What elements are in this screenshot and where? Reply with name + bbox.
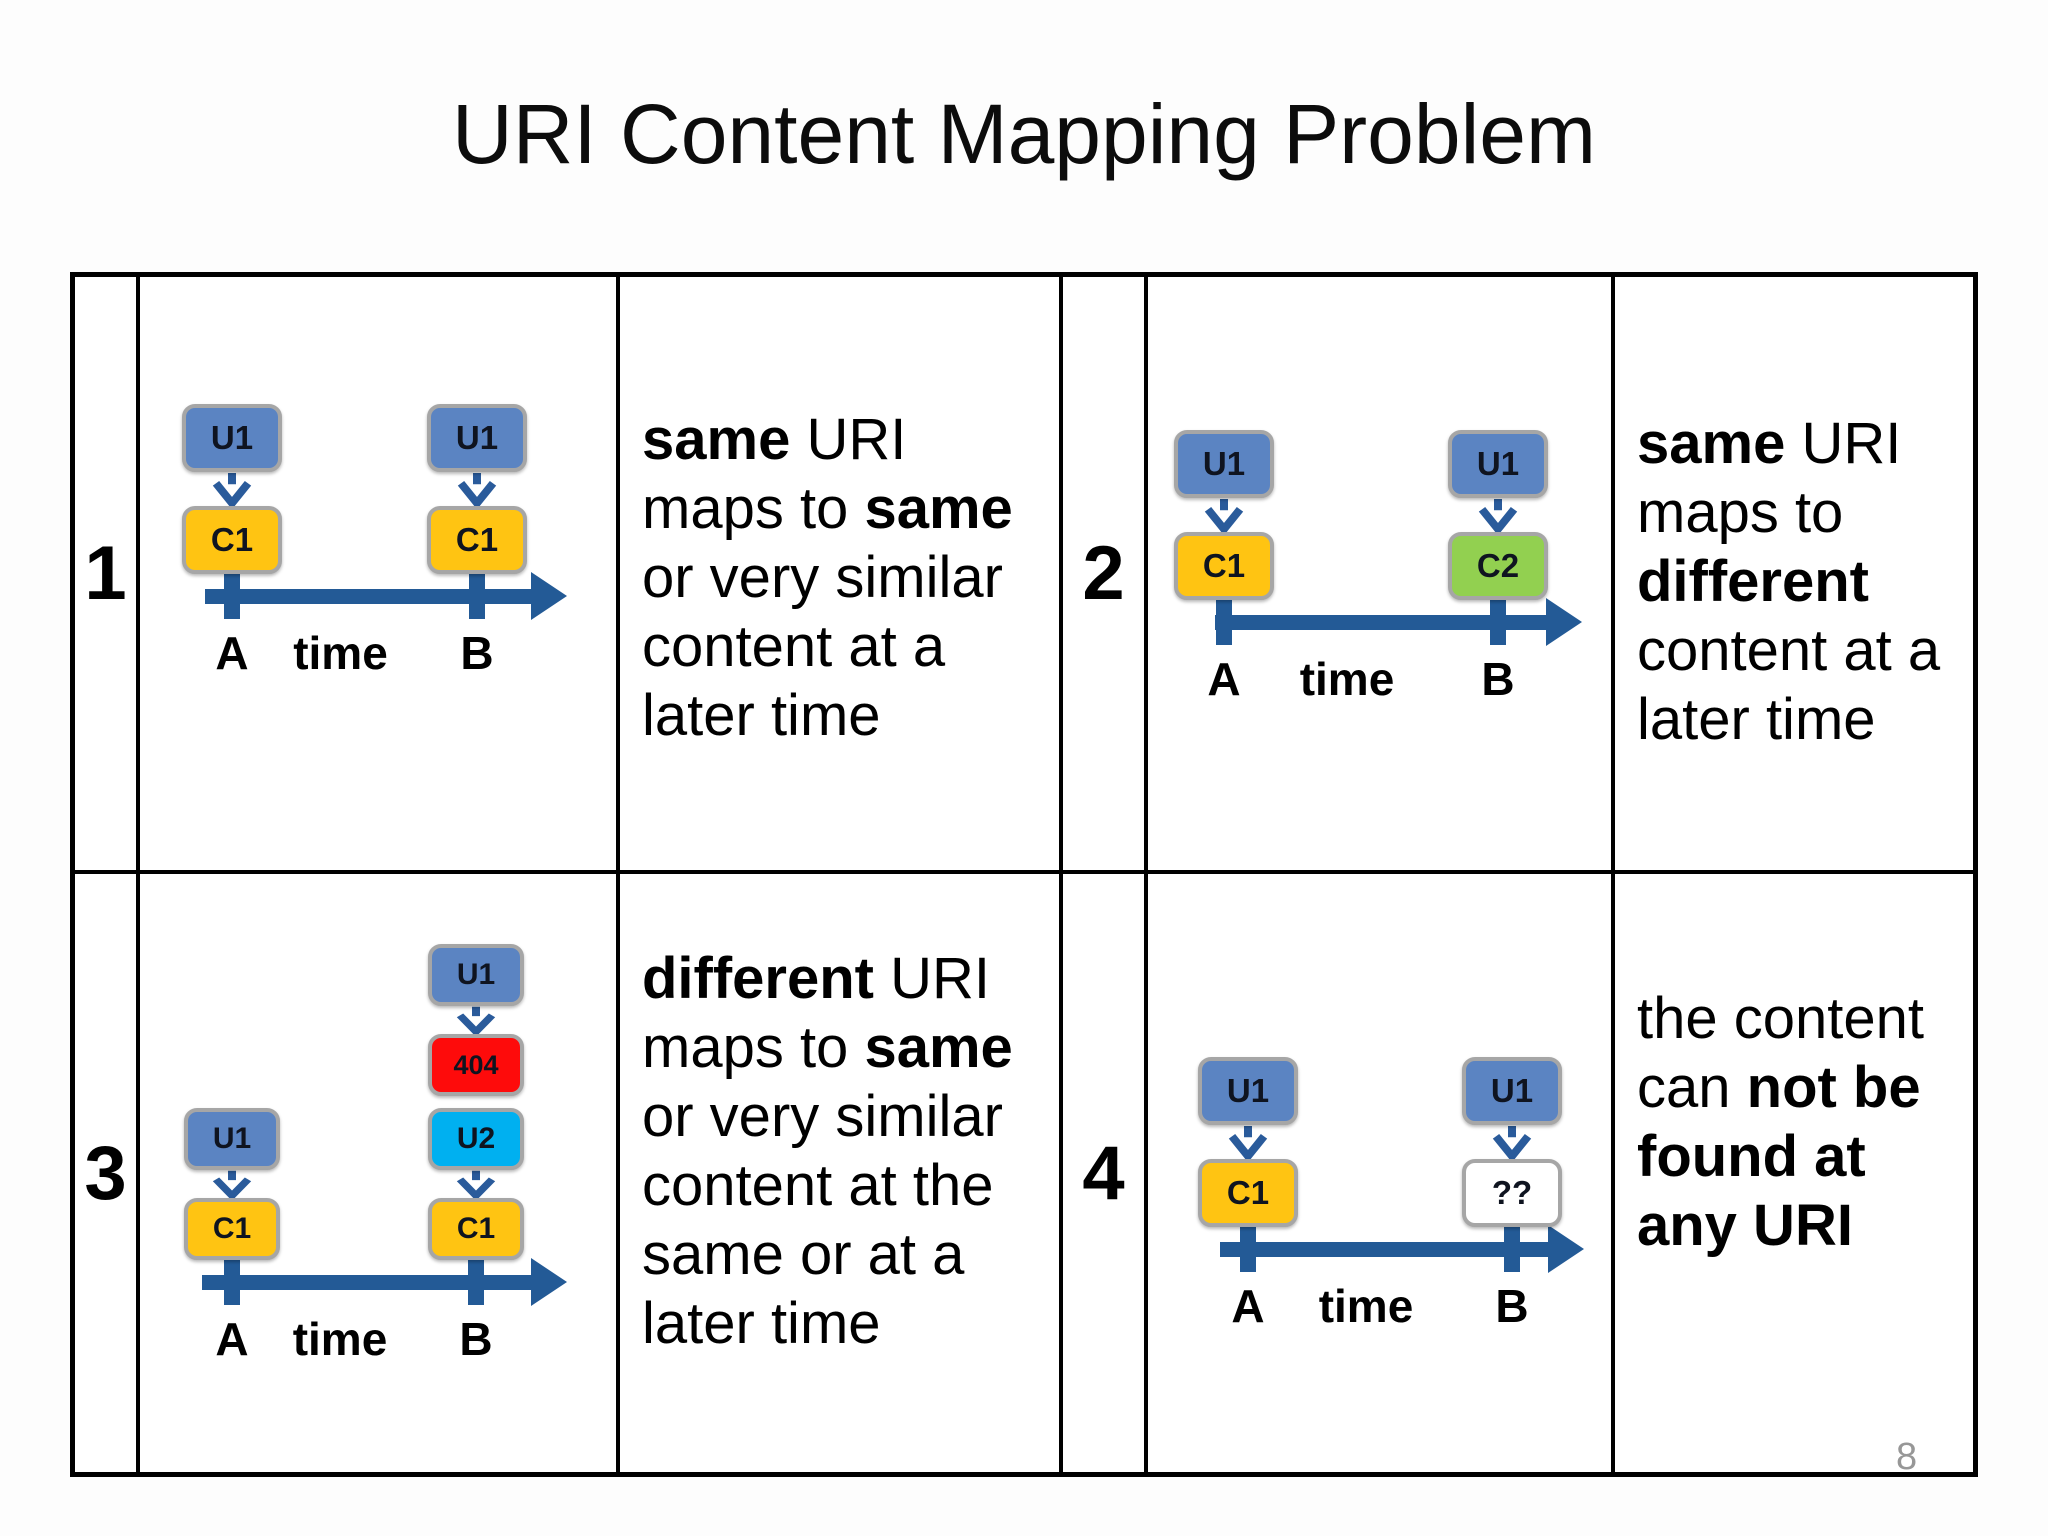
box-C1: C1 (182, 506, 282, 574)
description-line: same or at a (642, 1222, 965, 1287)
description-line: different (1637, 549, 1869, 614)
box-U1: U1 (184, 1108, 280, 1170)
timeline-tick-a (1240, 1226, 1256, 1272)
timeline-tick-b (1490, 599, 1506, 645)
timeline-arrowhead-icon (1546, 598, 1582, 646)
timeline-tick-a (224, 1259, 240, 1305)
timeline-bar (1215, 615, 1552, 630)
timeline-label-start: A (1207, 653, 1241, 705)
down-arrow-icon (1476, 498, 1520, 536)
timeline-bar (1220, 1242, 1554, 1257)
quadrant-1-number-cell: 1 (75, 277, 140, 874)
description-line: later time (642, 1291, 881, 1356)
down-arrow-icon (210, 472, 254, 510)
timeline-tick-a (1216, 599, 1232, 645)
box-U1: U1 (182, 404, 282, 472)
box-U1: U1 (427, 404, 527, 472)
description-line: later time (1637, 687, 1876, 752)
box-U2: U2 (428, 1108, 524, 1170)
page-title: URI Content Mapping Problem (452, 87, 1596, 181)
node-stack-b: U1?? (1462, 1057, 1562, 1227)
box-C2: C2 (1448, 532, 1548, 600)
down-arrow-icon (1490, 1125, 1534, 1163)
description-line: content at a (1637, 618, 1941, 683)
description-line: or very similar (642, 1084, 1003, 1149)
down-arrow-icon (1202, 498, 1246, 536)
timeline-label-start: A (1231, 1280, 1265, 1332)
timeline-tick-a (224, 573, 240, 619)
down-arrow-icon (455, 472, 499, 510)
timeline-label-start: A (215, 1313, 249, 1365)
timeline-label-end: B (460, 627, 494, 679)
down-arrow-icon (454, 1170, 498, 1201)
description-line: any URI (1637, 1193, 1853, 1258)
timeline-bar (205, 589, 537, 604)
down-arrow-icon (454, 1006, 498, 1037)
box-U1: U1 (428, 944, 524, 1006)
quadrant-3-number-cell: 3 (75, 874, 140, 1472)
box-C1: C1 (184, 1198, 280, 1260)
box-C1: C1 (1198, 1159, 1298, 1227)
box-U1: U1 (1462, 1057, 1562, 1125)
timeline-tick-b (468, 1259, 484, 1305)
box-C1: C1 (427, 506, 527, 574)
description-line: the content (1637, 986, 1924, 1051)
timeline-label-mid: time (1299, 653, 1395, 705)
timeline-label-end: B (1495, 1280, 1529, 1332)
box-U1: U1 (1198, 1057, 1298, 1125)
timeline-tick-b (1504, 1226, 1520, 1272)
timeline-label-end: B (459, 1313, 493, 1365)
timeline-label-start: A (215, 627, 249, 679)
description-line: content at the (642, 1153, 994, 1218)
box-unknown: ?? (1462, 1159, 1562, 1227)
box-C1: C1 (428, 1198, 524, 1260)
timeline-label-mid: time (1318, 1280, 1414, 1332)
description-line: same URI (642, 407, 907, 472)
box-404: 404 (428, 1034, 524, 1096)
description-line: or very similar (642, 545, 1003, 610)
timeline-arrowhead-icon (531, 572, 567, 620)
timeline-label-end: B (1481, 653, 1515, 705)
timeline-arrowhead-icon (1548, 1225, 1584, 1273)
timeline-label-mid: time (292, 1313, 388, 1365)
timeline-label-mid: time (293, 627, 388, 679)
box-C1: C1 (1174, 532, 1274, 600)
box-U1: U1 (1174, 430, 1274, 498)
quadrant-4-number-cell: 4 (1063, 874, 1148, 1472)
timeline-arrowhead-icon (531, 1258, 567, 1306)
down-arrow-icon (210, 1170, 254, 1201)
description-line: maps to same (642, 1015, 1013, 1080)
box-U1: U1 (1448, 430, 1548, 498)
description-line: later time (642, 683, 881, 748)
description-line: can not be (1637, 1055, 1921, 1120)
page-number: 8 (1896, 1436, 1918, 1478)
description-line: maps to (1637, 480, 1844, 545)
description-line: content at a (642, 614, 946, 679)
quadrant-2-number-cell: 2 (1063, 277, 1148, 874)
down-arrow-icon (1226, 1125, 1270, 1163)
description-line: found at (1637, 1124, 1866, 1189)
description-line: maps to same (642, 476, 1013, 541)
description-line: same URI (1637, 411, 1902, 476)
timeline-tick-b (469, 573, 485, 619)
description-line: different URI (642, 946, 990, 1011)
timeline-bar (202, 1275, 537, 1290)
